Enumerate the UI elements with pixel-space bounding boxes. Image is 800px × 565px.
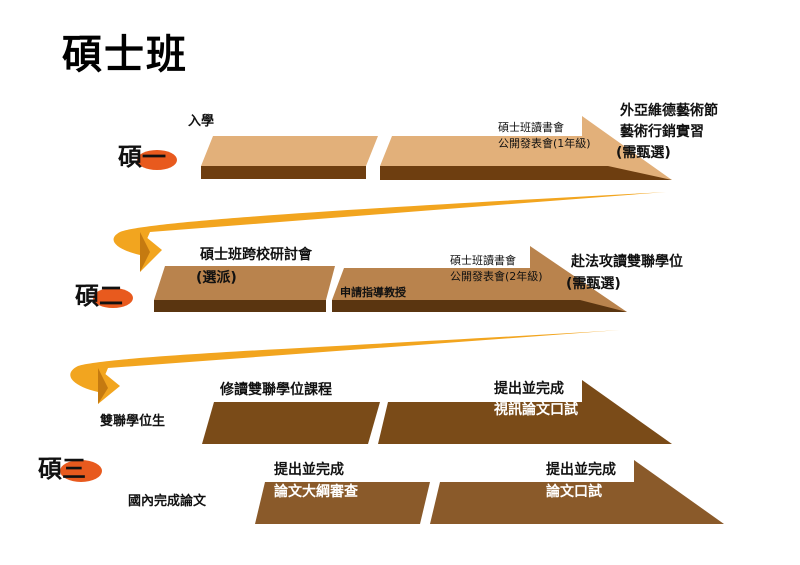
connector-arrow-1 (113, 192, 666, 272)
defense-line1: 提出並完成 (546, 462, 616, 478)
connector-arrow-2 (70, 330, 620, 404)
row1-seminar-line2: 公開發表會(1年級) (498, 137, 591, 150)
year3-dot (60, 460, 102, 482)
row1-segment-2-arrow (380, 116, 672, 180)
year3-label: 碩三 (38, 455, 86, 483)
france-line2: (需甄選) (566, 276, 621, 292)
row2-segment-1 (154, 266, 335, 312)
dual-defense-line2: 視訊論文口試 (494, 402, 578, 418)
row4-segment-2-arrow (430, 460, 724, 524)
row4-segment-1 (255, 482, 430, 524)
enroll-label: 入學 (188, 114, 215, 129)
page-title: 碩士班 (62, 32, 188, 78)
france-line1: 赴法攻讀雙聯學位 (571, 254, 683, 270)
row2-seminar-line1: 碩士班讀書會 (450, 254, 516, 267)
year2-label: 碩二 (75, 282, 123, 310)
advisor-label: 申請指導教授 (340, 286, 406, 299)
year1-dot (137, 150, 177, 170)
dual-student-label: 雙聯學位生 (100, 414, 166, 429)
dual-courses-label: 修讀雙聯學位課程 (220, 382, 332, 398)
symposium-line1: 碩士班跨校研討會 (200, 247, 312, 263)
exchange-line3: (需甄選) (616, 145, 671, 161)
proposal-line2: 論文大綱審查 (274, 484, 358, 500)
exchange-line1: 外亞維德藝術節 (620, 103, 718, 119)
row2-segment-2-arrow (332, 246, 627, 312)
row1-segment-1 (201, 136, 378, 179)
defense-line2: 論文口試 (546, 484, 602, 500)
domestic-label: 國內完成論文 (128, 494, 207, 509)
proposal-line1: 提出並完成 (274, 462, 344, 478)
symposium-line2: (選派) (196, 270, 237, 286)
year1-label: 碩一 (118, 143, 166, 171)
row3-segment-1 (202, 402, 380, 444)
year2-dot (93, 288, 133, 308)
row3-segment-2-arrow (378, 380, 672, 444)
row1-seminar-line1: 碩士班讀書會 (498, 121, 564, 134)
exchange-line2: 藝術行銷實習 (620, 124, 704, 140)
row2-seminar-line2: 公開發表會(2年級) (450, 270, 543, 283)
dual-defense-line1: 提出並完成 (494, 381, 564, 397)
